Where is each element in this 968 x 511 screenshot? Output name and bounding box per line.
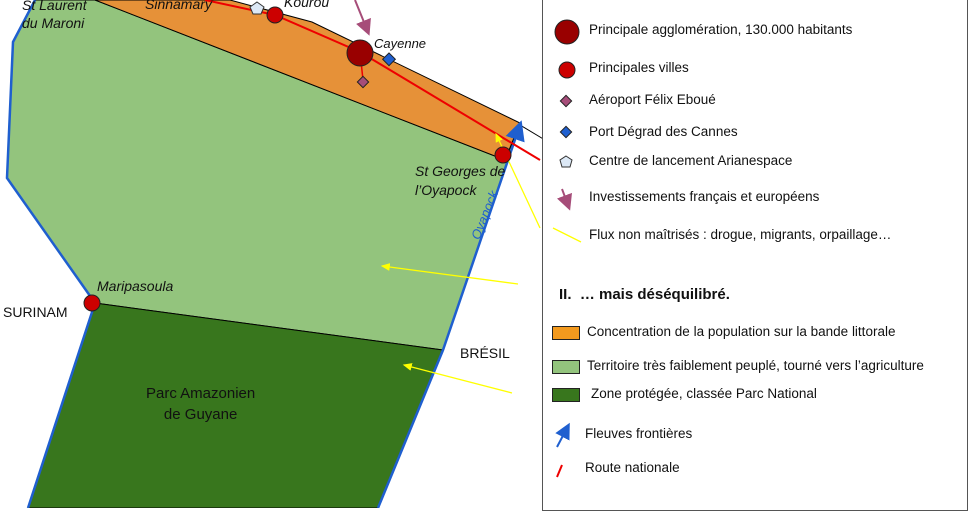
legend-symbols: [552, 19, 582, 478]
legend-item: Territoire très faiblement peuplé, tourn…: [587, 358, 924, 373]
label-cayenne: Cayenne: [374, 36, 427, 51]
coastal-orange-zone: [94, 0, 521, 161]
kourou-dot: [266, 6, 284, 24]
legend-item: Aéroport Félix Eboué: [589, 92, 716, 107]
legend: Principale agglomération, 130.000 habita…: [542, 0, 968, 511]
cayenne-dot: [346, 39, 374, 67]
legend-item: Centre de lancement Arianespace: [589, 153, 793, 168]
label-bresil: BRÉSIL: [460, 345, 510, 361]
port-diamond-icon: [559, 125, 573, 139]
large-city-dot-icon: [554, 19, 580, 45]
legend-item: Principale agglomération, 130.000 habita…: [589, 22, 853, 37]
legend-item: Principales villes: [589, 60, 689, 75]
legend-item: Flux non maîtrisés : drogue, migrants, o…: [589, 227, 892, 242]
maripasoula-dot: [83, 294, 101, 312]
label-parc: Parc Amazonien de Guyane: [146, 385, 256, 423]
airport-diamond-icon: [356, 75, 370, 89]
city-dot-icon: [558, 61, 576, 79]
flow-arrow: [402, 363, 513, 394]
label-maripasoula: Maripasoula: [97, 278, 174, 294]
oyapock-river: [376, 120, 525, 508]
st-georges-dot: [494, 146, 512, 164]
dark-green-swatch: [552, 388, 580, 402]
orange-swatch: [552, 326, 580, 340]
blue-arrow-icon: [555, 422, 570, 448]
label-surinam: SURINAM: [3, 304, 68, 320]
port-diamond-icon: [381, 52, 397, 67]
label-st-laurent: St Laurent du Maroni: [22, 0, 87, 31]
legend-item: Concentration de la population sur la ba…: [587, 324, 896, 339]
legend-section-title: II. … mais déséquilibré.: [559, 286, 730, 303]
label-st-georges: St Georges de l’Oyapock: [415, 163, 506, 198]
investment-arrow: [354, 0, 371, 36]
label-kourou: Kourou: [284, 0, 330, 10]
legend-item: Port Dégrad des Cannes: [589, 124, 738, 139]
light-green-swatch: [552, 360, 580, 374]
legend-item: Zone protégée, classée Parc National: [591, 386, 817, 401]
yellow-arrow-icon: [552, 227, 582, 243]
pentagon-icon: [559, 155, 573, 168]
purple-arrow-icon: [556, 188, 572, 211]
legend-item: Investissements français et européens: [589, 189, 820, 204]
label-sinnamary: Sinnamary: [145, 0, 212, 12]
arianespace-pentagon-icon: [249, 1, 265, 15]
red-line-icon: [556, 464, 563, 478]
legend-item: Route nationale: [585, 460, 680, 475]
national-road: [204, 0, 541, 161]
maroni-river: [5, 0, 97, 508]
airport-diamond-icon: [559, 94, 573, 108]
flow-arrow: [380, 263, 519, 285]
legend-item: Fleuves frontières: [585, 426, 693, 441]
